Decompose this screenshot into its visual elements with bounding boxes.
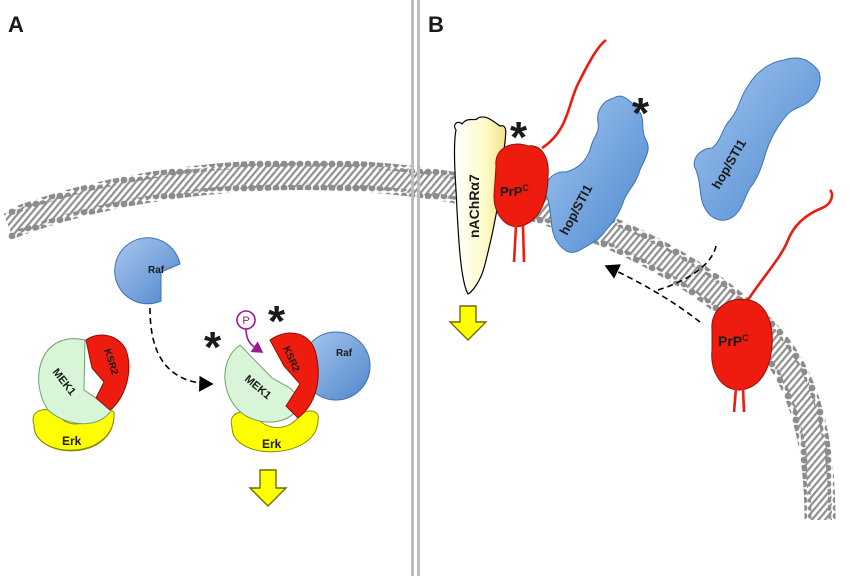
nachr-alpha7: nAChRα7 xyxy=(453,116,507,295)
asterisk-ksr2: * xyxy=(268,297,286,346)
phosphate: P xyxy=(236,310,264,353)
prpc-bound-label: PrPC xyxy=(500,183,529,199)
erk-complex-label: Erk xyxy=(262,437,282,451)
prpc-free-label: PrPC xyxy=(718,333,749,349)
panel-divider xyxy=(411,0,420,576)
downstream-arrow-a xyxy=(248,469,288,507)
erk-free-label: Erk xyxy=(62,434,82,448)
raf-free: Raf xyxy=(114,237,181,305)
downstream-arrow-b xyxy=(448,305,488,341)
asterisk-mek1: * xyxy=(204,323,222,372)
nachr-label: nAChRα7 xyxy=(466,174,482,238)
panel-label-b: B xyxy=(428,12,444,37)
prpc-free: PrPC xyxy=(711,189,834,413)
cell-membrane xyxy=(3,159,836,521)
panel-label-a: A xyxy=(8,12,24,37)
hop-sti1-bound: hop/STI1 xyxy=(544,95,649,253)
prpc-bound: PrPC xyxy=(493,38,607,263)
arrow-b-from-prpc xyxy=(604,264,701,323)
asterisk-prpc: * xyxy=(510,113,528,162)
arrow-b-from-hop xyxy=(657,245,717,291)
arrow-a xyxy=(149,307,214,392)
asterisk-hop: * xyxy=(632,89,650,138)
hop-sti1-free: hop/STI1 xyxy=(693,57,821,221)
phosphate-label: P xyxy=(242,315,249,327)
ksr2-free: KSR2 xyxy=(85,334,130,411)
ksr2-complex: KSR2 xyxy=(269,332,319,419)
raf-complex-label: Raf xyxy=(336,348,353,359)
mek1-complex: MEK1 xyxy=(224,344,303,423)
mek1-free: MEK1 xyxy=(38,338,115,425)
raf-free-label: Raf xyxy=(148,265,165,276)
